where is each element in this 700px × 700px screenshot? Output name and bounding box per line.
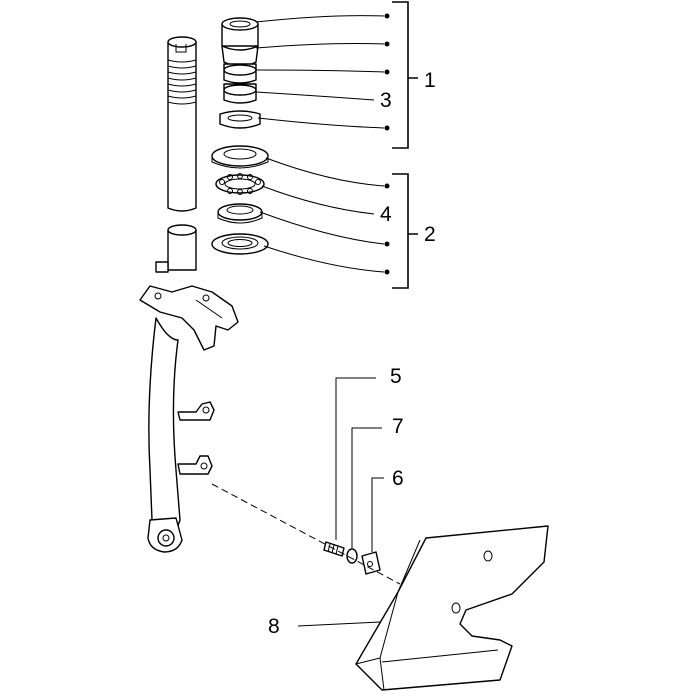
- callout-4: 4: [380, 203, 392, 226]
- footboard-panel: [355, 525, 549, 691]
- callout-6: 6: [392, 467, 404, 490]
- bracket-group-2: [392, 173, 418, 289]
- lower-leaders: [297, 377, 384, 627]
- callout-3: 3: [380, 89, 392, 112]
- assembly-line: [211, 483, 401, 585]
- upper-bearing-stack: [219, 17, 261, 129]
- bracket-group-1: [392, 1, 418, 149]
- steering-tube: [167, 36, 197, 212]
- callout-2: 2: [424, 223, 436, 246]
- lower-bearing-stack: [211, 145, 269, 255]
- upper-leaders: [255, 13, 390, 275]
- fork-assembly: [139, 224, 239, 553]
- callout-8: 8: [268, 615, 280, 638]
- callout-1: 1: [424, 69, 436, 92]
- callout-5: 5: [390, 365, 402, 388]
- callout-7: 7: [392, 415, 404, 438]
